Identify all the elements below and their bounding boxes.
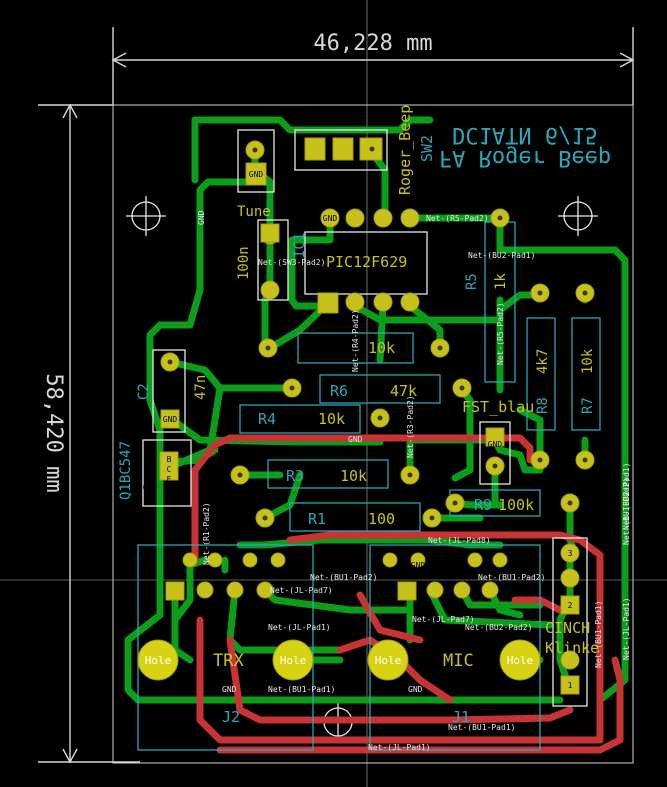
hole-label-3: Hole [375,654,402,667]
pad-num-2-cinch: 2 [568,601,573,610]
net-gnd-2: GND [408,685,423,694]
board-outline [112,104,634,764]
label-q1-bc547: Q1BC547 [118,441,134,500]
height-dimension-label: 58,420 mm [41,373,66,492]
label-c2: C2 [136,383,152,400]
label-r3-value: 10k [340,467,367,485]
net-bu2-pad2: Net-(BU2-Pad2) [465,623,532,632]
label-r6-value: 47k [390,382,417,400]
component-labels: SW2 Roger_Beep Tune 100n IC1 PIC12F629 R… [118,105,599,726]
label-r6: R6 [330,382,348,400]
net-gnd-3: GND [348,435,363,444]
label-r9: R9 [474,496,492,514]
net-jl-pad7-b: Net-(JL-Pad7) [412,615,475,624]
pad-num-b-q1: B [167,455,172,464]
pad-holes [167,146,588,521]
label-r-10k-top: 10k [368,339,395,357]
dimension-annotations [38,27,635,764]
pad-num-gnd-c2: GND [163,415,178,424]
pad-num-gnd-sw: GND [249,170,264,179]
label-klinke: Klinke [545,639,599,657]
net-gnd-4: GND [197,210,206,225]
pad-numbers: GND GND GND GND GND GND 1 2 3 B C E [143,170,573,690]
label-j2: J2 [222,708,240,726]
label-j1: J1 [452,708,470,726]
pad-num-e-q1: E [167,475,172,484]
pad-num-gnd-fst: GND [488,440,503,449]
net-bu2-pad1-vert: Net-(BU2-Pad1) [622,463,631,530]
width-dimension-label: 46,228 mm [313,31,432,56]
pad-num-c-q1: C [167,465,172,474]
net-jl-pad1-vert: Net-(JL-Pad1) [622,597,631,660]
label-r8: R8 [535,397,551,414]
jack-holes [137,639,541,681]
label-pic12f629: PIC12F629 [326,253,407,271]
board-title-mirrored: FA Roger Beep DC1ATN 6/15 [439,122,611,170]
label-sw2: SW2 [418,135,436,162]
label-ic1: IC1 [292,233,308,258]
net-bu1-pad1-vert: Net-(BU1-Pad1) [594,601,603,668]
net-bu1-pad1-j1: Net-(BU1-Pad1) [448,723,515,732]
label-cinch: CINCH [545,619,590,637]
label-r1: R1 [308,510,326,528]
net-r3-pad2: Net-(R3-Pad2) [406,395,415,458]
label-r4: R4 [258,410,276,428]
net-bu1-pad2-right: Net-(BU1-Pad2) [478,573,545,582]
net-r4-pad2: Net-(R4-Pad2) [351,309,360,372]
label-r1-value: 100 [368,510,395,528]
net-jl-pad8: Net-(JL-Pad8) [428,536,491,545]
label-c2-value: 47n [193,375,209,400]
label-fst-blau: FST_blau [462,398,534,416]
board-title-line2: DC1ATN 6/15 [452,122,598,147]
label-tune: Tune [237,204,271,220]
hole-label-1: Hole [145,654,172,667]
net-gnd-1: GND [222,685,237,694]
pad-num-gnd-j1: GND [411,561,426,570]
net-bu1-pad2-vert: Net-(BU1-Pad2) [622,478,631,545]
label-r3: R3 [286,467,304,485]
pad-num-1-cinch: 1 [568,681,573,690]
label-mic: MIC [443,651,474,671]
label-r7-value: 10k [580,348,596,374]
hole-label-4: Hole [507,654,534,667]
net-sw3-pad2: Net-(SW3-Pad2) [258,258,325,267]
pad-num-gnd-q1: GND [143,483,158,492]
net-r5-pad2: Net-(R5-Pad2) [426,214,489,223]
label-r8-value: 4k7 [535,349,551,374]
net-r1-pad2: Net-(R1-Pad2) [202,502,211,565]
label-r5-value: 1k [493,273,509,290]
label-roger-beep: Roger_Beep [396,105,414,195]
hole-label-2: Hole [280,654,307,667]
label-r4-value: 10k [318,410,345,428]
net-jl-pad1-left: Net-(JL-Pad1) [268,623,331,632]
label-r7: R7 [580,397,596,414]
label-trx: TRX [213,651,244,671]
net-jl-pad1-bottom: Net-(JL-Pad1) [368,743,431,752]
net-bu2-pad1-top: Net-(BU2-Pad1) [468,251,535,260]
label-r9-value: 100k [498,496,534,514]
label-r5: R5 [464,273,480,290]
net-bu1-pad2-mid: Net-(BU1-Pad2) [310,573,377,582]
net-labels: Net-(R5-Pad2) Net-(BU2-Pad1) Net-(SW3-Pa… [197,210,631,752]
pad-num-gnd-ic: GND [323,214,338,223]
pad-num-3-cinch: 3 [568,549,573,558]
net-r5-pad1-vert: Net-(R5-Pad2) [496,302,505,365]
label-tune-value: 100n [236,246,252,280]
net-jl-pad7: Net-(JL-Pad7) [270,586,333,595]
board-title-line1: FA Roger Beep [439,145,611,170]
net-bu1-pad1-bottom: Net-(BU1-Pad1) [268,685,335,694]
